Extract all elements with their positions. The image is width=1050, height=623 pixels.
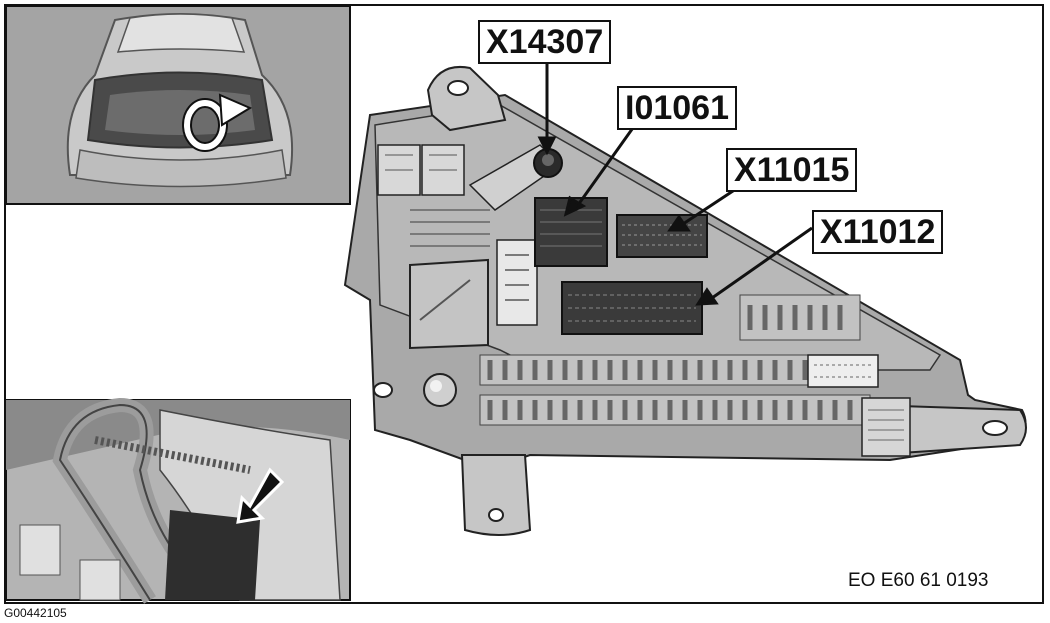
- inset-car-trunk: [5, 5, 351, 205]
- leader-lines: [537, 64, 813, 306]
- callout-x14307: X14307: [478, 20, 612, 64]
- figure-id: G00442105: [4, 606, 67, 620]
- junction-box-illustration: [343, 66, 1027, 536]
- callout-x11012: X11012: [812, 210, 944, 254]
- reference-code: EO E60 61 0193: [848, 570, 989, 591]
- location-arrow-icon: [236, 467, 285, 524]
- rotate-arrow-icon: [182, 93, 253, 152]
- callout-x11015: X11015: [726, 148, 858, 192]
- inset-installed-location: [5, 397, 351, 604]
- callout-i01061: I01061: [617, 86, 737, 130]
